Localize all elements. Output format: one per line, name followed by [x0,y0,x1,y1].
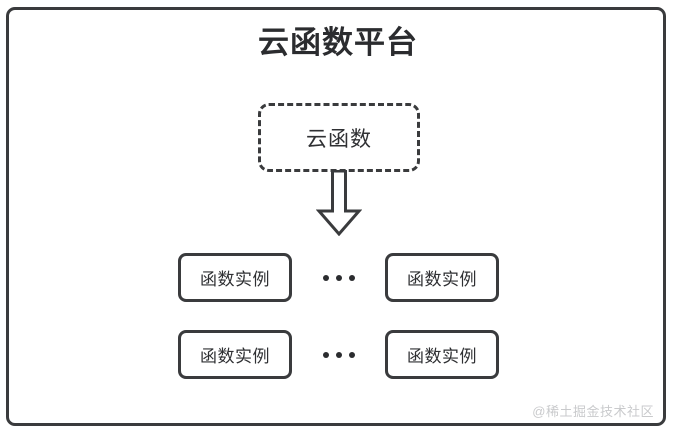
ellipsis-dot [335,274,342,281]
ellipsis-indicator [292,253,385,302]
watermark: @稀土掘金技术社区 [532,404,654,419]
function-instance-label: 函数实例 [407,270,477,289]
ellipsis-indicator [292,330,385,379]
function-instance-label: 函数实例 [200,347,270,366]
ellipsis-dot [322,351,329,358]
function-instance-label: 函数实例 [200,270,270,289]
ellipsis-dot [335,351,342,358]
platform-title: 云函数平台 [258,25,418,60]
ellipsis-dot [322,274,329,281]
ellipsis-dot [348,351,355,358]
cloud-function-node: 云函数 [258,103,420,172]
down-block-arrow-icon [315,169,363,237]
function-instance-box: 函数实例 [385,253,499,302]
function-instance-box: 函数实例 [178,330,292,379]
instance-row-2: 函数实例 函数实例 [178,330,500,379]
instance-row-1: 函数实例 函数实例 [178,253,500,302]
function-instance-box: 函数实例 [385,330,499,379]
cloud-function-label: 云函数 [306,127,372,151]
ellipsis-dot [348,274,355,281]
function-instance-label: 函数实例 [407,347,477,366]
function-instance-box: 函数实例 [178,253,292,302]
